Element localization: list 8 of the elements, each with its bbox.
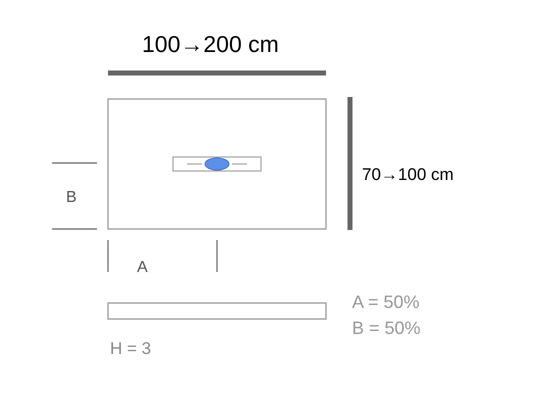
height-label: H = 3 (110, 340, 152, 357)
side-view-bar (107, 302, 327, 320)
dimension-label: B (66, 190, 77, 206)
dimension-label: 70→100 cm (362, 166, 454, 183)
dimension-label: 100→200 cm (142, 33, 279, 56)
dimension-label: A (137, 260, 148, 276)
ratio-label: A = 50% (352, 293, 420, 311)
ratio-label: B = 50% (352, 319, 421, 337)
